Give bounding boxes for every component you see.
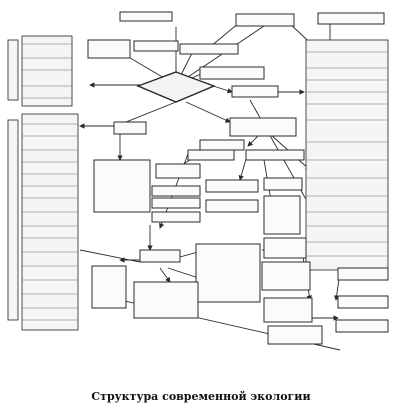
box-h-5	[133, 281, 199, 319]
left-column-top	[7, 35, 73, 107]
box-g-3	[263, 237, 307, 259]
box-top-2	[235, 13, 295, 27]
box-e-1	[155, 163, 201, 179]
box-a-1	[87, 39, 131, 59]
box-c-2	[199, 139, 245, 151]
box-h-2	[195, 243, 261, 303]
box-i-2	[337, 267, 389, 281]
box-a-2	[133, 40, 179, 52]
box-d-3	[93, 159, 151, 213]
box-h-4	[91, 265, 127, 309]
box-a-4	[199, 66, 265, 80]
box-e-4	[151, 211, 201, 223]
box-i-1	[263, 297, 313, 323]
box-b-1	[231, 85, 279, 98]
box-c-3	[229, 117, 297, 137]
diagram-caption: Структура современной экологии	[91, 390, 311, 403]
box-a-3	[179, 43, 239, 55]
box-h-3	[261, 261, 311, 291]
box-top-1	[119, 11, 173, 22]
left-column-long	[7, 113, 79, 331]
box-i-3	[337, 295, 389, 309]
box-d-1	[187, 149, 235, 161]
box-i-5	[267, 325, 323, 345]
box-e-3	[151, 197, 201, 209]
right-column	[305, 39, 389, 271]
box-f-2	[205, 199, 259, 213]
box-top-3	[317, 12, 385, 25]
box-g-1	[263, 177, 303, 191]
box-c-1	[113, 121, 147, 135]
box-i-4	[335, 319, 389, 333]
box-h-1	[139, 249, 181, 263]
box-d-2	[245, 149, 305, 161]
box-f-1	[205, 179, 259, 193]
box-e-2	[151, 185, 201, 197]
box-g-2	[263, 195, 301, 235]
central-diamond	[136, 71, 216, 103]
